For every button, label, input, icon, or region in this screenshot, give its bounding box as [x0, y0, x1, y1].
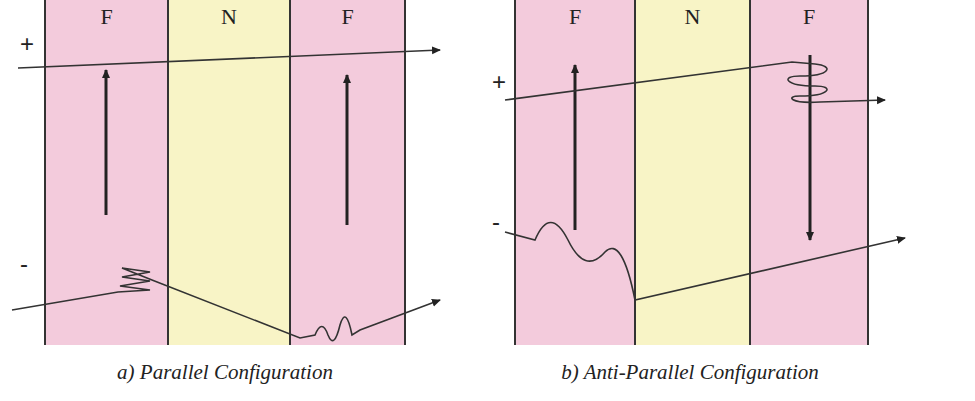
layer-label: F [97, 4, 115, 30]
panel-caption: a) Parallel Configuration [117, 360, 333, 385]
magnetization-arrows [106, 55, 810, 240]
ferromagnet-layer: F [290, 0, 405, 345]
layer-label: F [800, 4, 818, 30]
ferromagnet-layer: F [45, 0, 168, 345]
nonmagnetic-layer [635, 0, 750, 345]
electron-paths [12, 50, 905, 341]
layer-label: F [338, 4, 356, 30]
layer-label: N [218, 4, 240, 30]
panel-caption: b) Anti-Parallel Configuration [561, 360, 818, 385]
charge-sign: - [20, 250, 28, 278]
ferromagnet-layer: F [515, 0, 635, 345]
ferromagnet-layer [515, 0, 635, 345]
ferromagnet-layer [750, 0, 868, 345]
nonmagnetic-layer: N [635, 0, 750, 345]
layer-label: F [566, 4, 584, 30]
layer-label: N [682, 4, 704, 30]
charge-sign: - [492, 208, 500, 236]
charge-sign: + [20, 30, 34, 58]
layer-bands [45, 0, 868, 345]
nonmagnetic-layer: N [168, 0, 290, 345]
layer-borders [45, 0, 868, 345]
charge-sign: + [492, 68, 506, 96]
ferromagnet-layer: F [750, 0, 868, 345]
